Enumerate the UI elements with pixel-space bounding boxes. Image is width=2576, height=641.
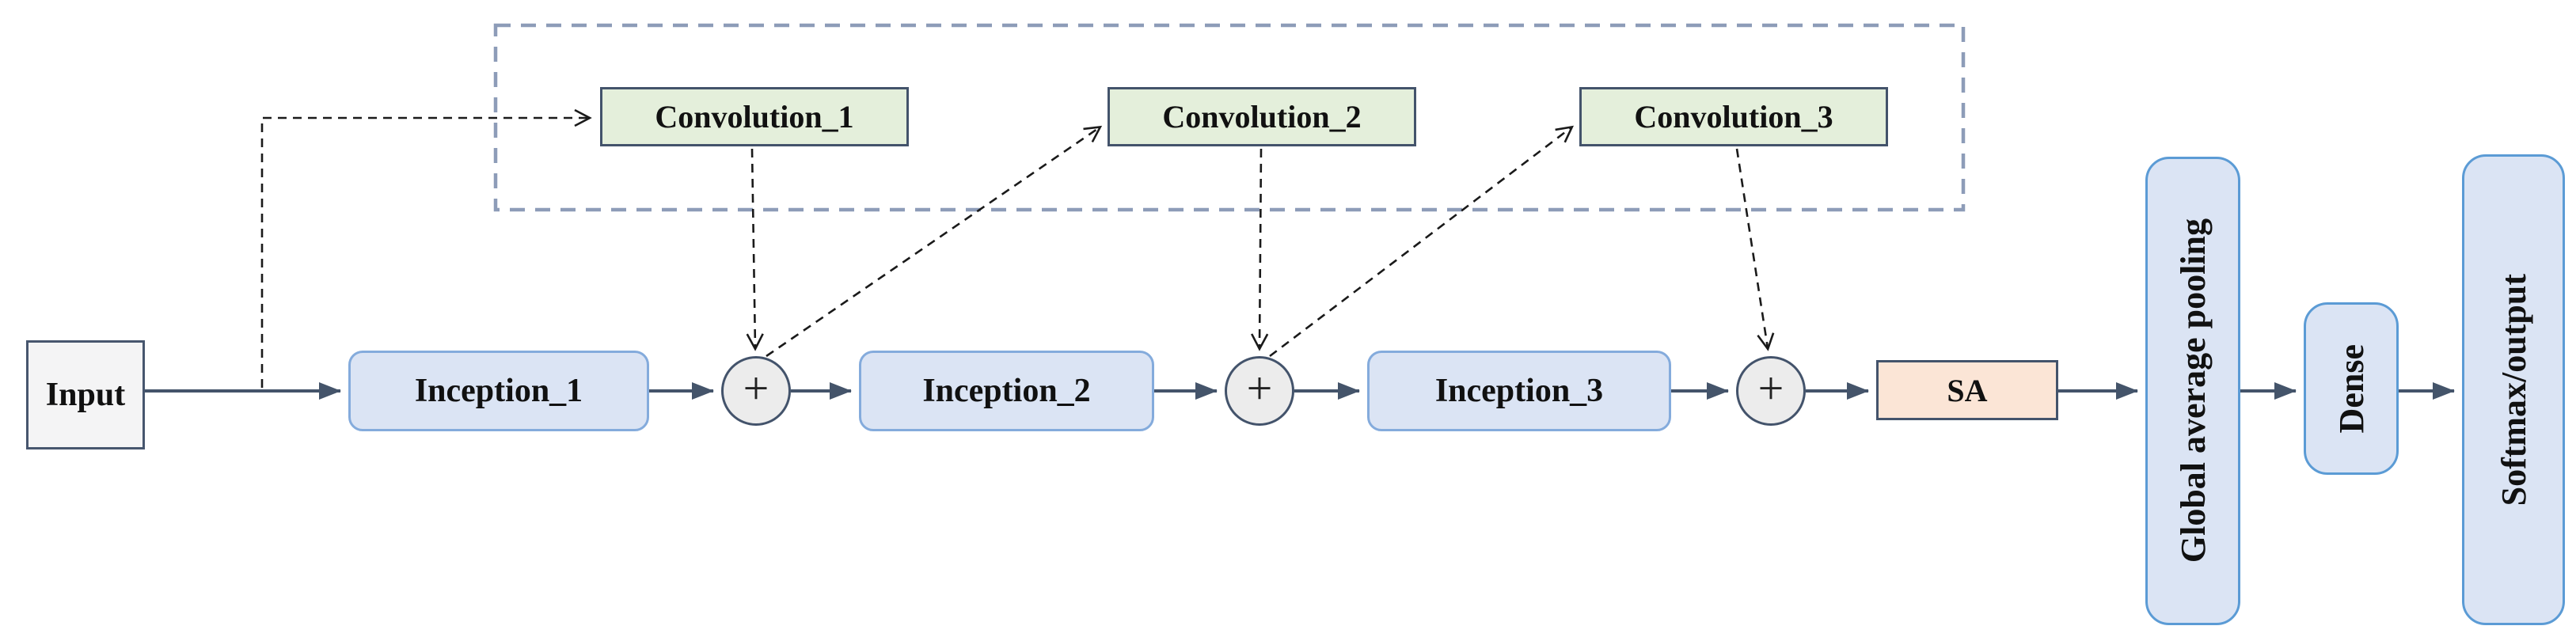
dashed-conv1-to-add1	[746, 148, 764, 351]
skip-connections-box	[493, 23, 1966, 212]
add-circle-3-label: +	[1757, 362, 1784, 414]
dashed-conv3-to-add3	[1735, 148, 1775, 351]
node-input: Input	[26, 340, 145, 449]
add-circle-1-label: +	[743, 362, 769, 414]
node-dense-label: Dense	[2331, 343, 2371, 434]
node-convolution-2-label: Convolution_2	[1162, 99, 1362, 135]
node-sa-label: SA	[1947, 372, 1988, 408]
node-convolution-3-label: Convolution_3	[1634, 99, 1833, 135]
node-sa: SA	[1876, 360, 2058, 420]
add-circle-1: +	[721, 356, 791, 426]
dashed-add1-to-conv2	[766, 125, 1103, 358]
node-inception-2: Inception_2	[859, 351, 1154, 431]
node-inception-1-label: Inception_1	[414, 373, 583, 409]
node-global-average-pooling-label: Global average pooling	[2173, 218, 2213, 563]
node-inception-3: Inception_3	[1367, 351, 1671, 431]
node-inception-1: Inception_1	[348, 351, 649, 431]
dashed-conv2-to-add2	[1250, 148, 1269, 351]
node-convolution-1: Convolution_1	[600, 87, 909, 146]
node-inception-2-label: Inception_2	[922, 373, 1091, 409]
node-convolution-2: Convolution_2	[1108, 87, 1416, 146]
node-convolution-3: Convolution_3	[1579, 87, 1888, 146]
node-dense: Dense	[2304, 302, 2399, 475]
add-circle-2: +	[1225, 356, 1294, 426]
add-circle-3: +	[1736, 356, 1806, 426]
node-convolution-1-label: Convolution_1	[655, 99, 854, 135]
node-softmax-output-label: Softmax/output	[2494, 273, 2533, 506]
dashed-branch-input-to-conv1	[260, 108, 592, 388]
node-global-average-pooling: Global average pooling	[2145, 157, 2240, 625]
node-inception-3-label: Inception_3	[1434, 373, 1604, 409]
dashed-add2-to-conv3	[1269, 125, 1575, 358]
node-input-label: Input	[45, 377, 126, 413]
node-softmax-output: Softmax/output	[2462, 154, 2565, 625]
add-circle-2-label: +	[1246, 362, 1273, 414]
